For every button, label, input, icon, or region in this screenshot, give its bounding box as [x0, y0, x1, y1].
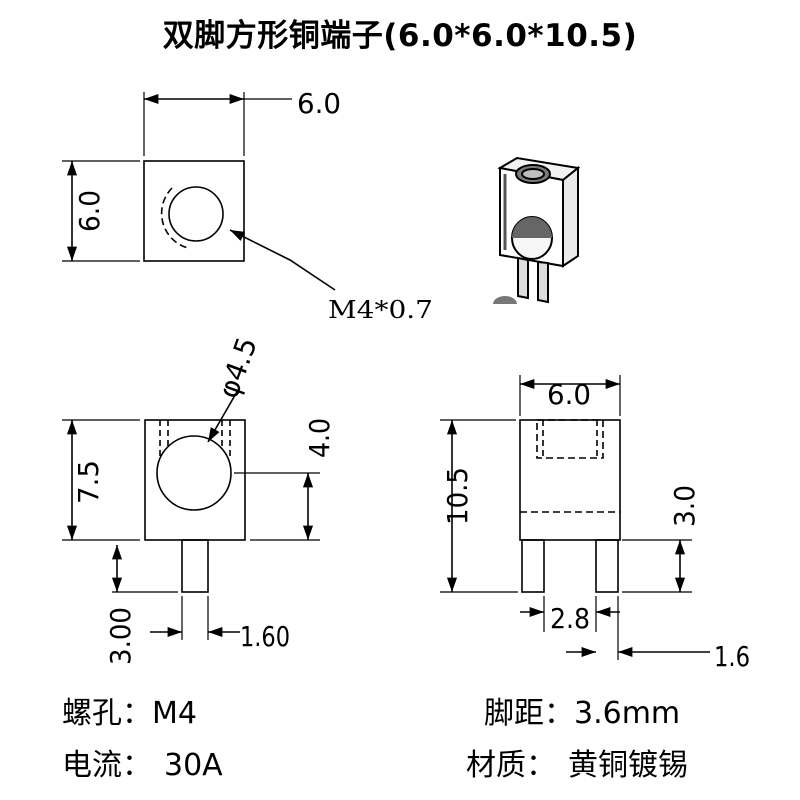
hole-center-label: 4.0	[303, 418, 336, 458]
isometric-view	[493, 156, 581, 304]
spec-material-label: 材质：	[466, 748, 556, 783]
top-view	[62, 92, 336, 291]
side-total-height-label: 10.5	[441, 467, 474, 525]
front-pin-outline	[181, 539, 209, 593]
side-pin-right	[595, 539, 619, 593]
spec-pin-pitch-value: 3.6mm	[574, 696, 681, 731]
side-pin-left	[521, 539, 545, 593]
spec-pin-pitch: 脚距：3.6mm	[484, 688, 680, 732]
side-view	[440, 375, 710, 660]
front-view	[62, 389, 320, 640]
front-pin-width-label: 1.60	[240, 620, 290, 653]
spec-pin-pitch-label: 脚距：	[484, 696, 574, 731]
side-pin-length-label: 3.0	[668, 485, 701, 527]
thread-hole	[168, 186, 224, 242]
side-width-label: 6.0	[547, 378, 591, 411]
pin-spacing-label: 2.8	[550, 602, 590, 635]
top-height-label: 6.0	[73, 190, 106, 232]
spec-current-label: 电流：	[62, 748, 152, 783]
spec-material-value: 黄铜镀锡	[568, 748, 688, 783]
side-body-outline	[519, 419, 621, 541]
top-width-label: 6.0	[297, 87, 341, 120]
top-view-outline	[143, 160, 245, 262]
thread-major-dashed	[160, 187, 189, 249]
cross-hole	[156, 435, 232, 511]
pin-thickness-label: 1.6	[714, 640, 750, 673]
spec-screw-hole-value: M4	[152, 696, 197, 731]
page-title: 双脚方形铜端子(6.0*6.0*10.5)	[162, 18, 638, 54]
thread-leader-line	[229, 229, 336, 291]
front-pin-length-label: 3.00	[104, 607, 137, 665]
spec-current: 电流： 30A	[62, 740, 223, 784]
thread-spec-label: M4*0.7	[328, 296, 433, 324]
hole-diameter-label: φ4.5	[212, 333, 264, 403]
spec-screw-hole-label: 螺孔：	[62, 696, 152, 731]
spec-screw-hole: 螺孔：M4	[62, 688, 197, 732]
spec-current-value: 30A	[164, 748, 223, 783]
spec-material: 材质： 黄铜镀锡	[466, 740, 688, 784]
front-body-height-label: 7.5	[72, 460, 105, 504]
